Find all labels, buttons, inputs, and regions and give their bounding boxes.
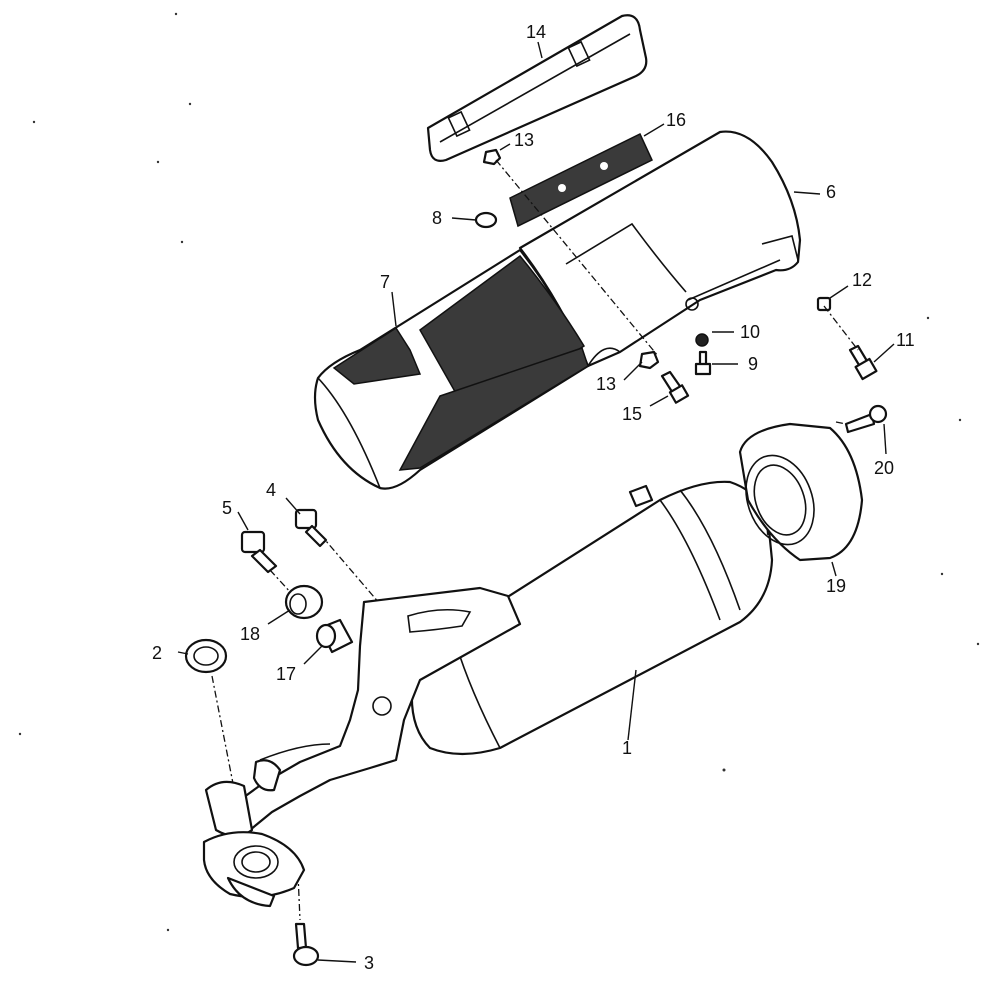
callout-16: 16 [666,110,686,130]
part-10-nut [695,333,709,347]
part-12-spacer [816,296,832,312]
part-3-bolt [292,922,320,967]
callout-12: 12 [852,270,872,290]
part-2-gasket-ring [184,638,228,674]
callout-2: 2 [152,643,162,663]
callout-19: 19 [826,576,846,596]
part-19-tail-cap [738,422,864,562]
leader-lines [177,41,895,963]
part-13-nut-lower [638,350,660,370]
exhaust-header-pipe [202,586,522,908]
scan-specks [18,12,980,932]
callout-6: 6 [826,182,836,202]
part-11-bolt [848,344,878,381]
callout-17: 17 [276,664,296,684]
part-9-bolt [694,350,712,376]
part-16-gasket [509,132,653,228]
part-20-bolt [844,404,888,434]
part-7-inner-shield [313,248,590,490]
callout-11: 11 [896,330,915,350]
callout-13-lower: 13 [596,374,616,394]
callout-labels: 1 2 3 4 5 6 7 8 9 10 11 12 13 13 14 15 1… [152,22,915,973]
callout-1: 1 [622,738,632,758]
alignment-lines [211,159,859,921]
callout-7: 7 [380,272,390,292]
callout-18: 18 [240,624,260,644]
part-15-bolt [660,370,690,404]
callout-3: 3 [364,953,374,973]
callout-14: 14 [526,22,546,42]
callout-5: 5 [222,498,232,518]
callout-8: 8 [432,208,442,228]
callout-15: 15 [622,404,642,424]
callout-20: 20 [874,458,894,478]
part-14-heat-shield-strip [426,14,648,162]
part-17-bushing [315,618,354,654]
callout-13-upper: 13 [514,130,534,150]
callout-4: 4 [266,480,276,500]
part-8-plug [474,211,498,229]
part-18-bushing [284,584,324,620]
part-4-bolt [294,508,328,548]
callout-9: 9 [748,354,758,374]
callout-10: 10 [740,322,760,342]
part-5-bolt [240,530,278,574]
